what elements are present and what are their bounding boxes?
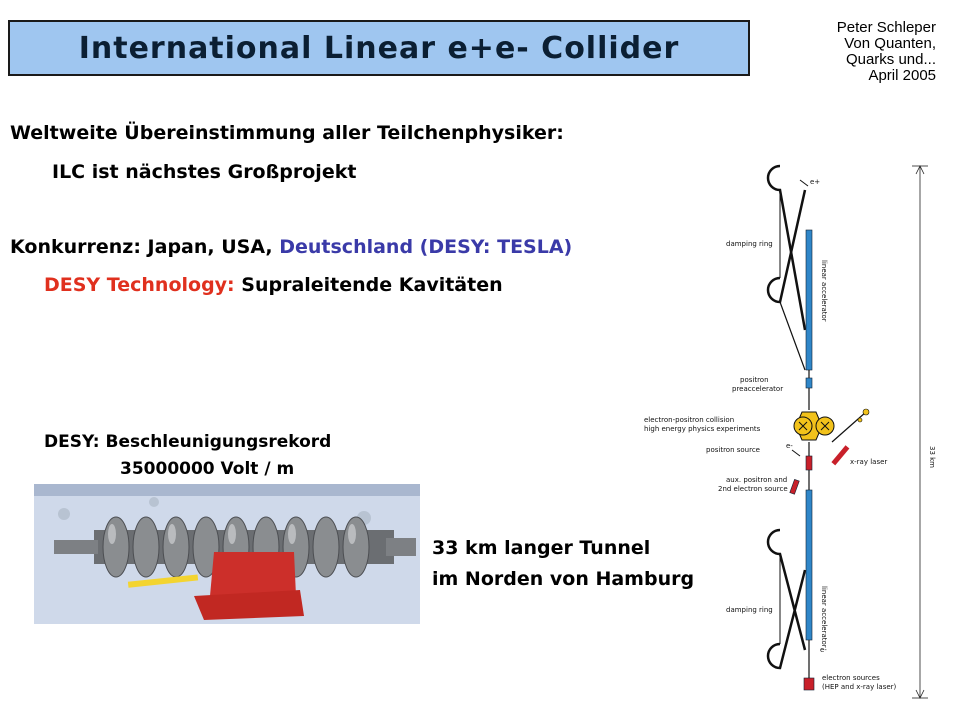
label-collision-1: electron-positron collision [644,416,734,424]
author-name: Peter Schleper [836,19,936,36]
label-aux-1: aux. positron and [726,476,787,484]
title-box: International Linear e+e- Collider [8,20,750,76]
positron-source-block [805,455,813,471]
length-dimension: 33 km [912,165,936,699]
label-linac-bottom: linear accelerator [820,586,828,648]
technology-value: Supraleitende Kavitäten [234,274,503,296]
talk-title-1: Von Quanten, [844,35,936,52]
photo-caption-2: 35000000 Volt / m [120,459,295,479]
xray-laser-branch [831,408,870,466]
detector-region [793,411,835,441]
length-label: 33 km [928,446,936,468]
aux-source-block [789,479,800,495]
label-aux-2: 2nd electron source [718,485,788,493]
eplus-label-top: e+ [810,178,820,186]
label-linac-top: linear accelerator [820,260,828,322]
damping-ring-bottom [766,528,807,670]
eminus-label-mid: e- [786,442,793,450]
technology-label: DESY Technology: [44,274,235,296]
linac-bottom [805,489,813,641]
cavity-photo [34,484,420,624]
label-positron-source: positron source [706,446,760,454]
competition-countries: Konkurrenz: Japan, USA, [10,236,280,258]
label-collision-2: high energy physics experiments [644,425,761,433]
photo-caption-1: DESY: Beschleunigungsrekord [44,432,332,452]
label-damping-ring-bottom: damping ring [726,606,773,614]
electron-source-block [803,677,815,691]
author-block: Peter Schleper Von Quanten, Quarks und..… [837,20,936,84]
positron-preaccelerator [805,377,813,389]
label-damping-ring-top: damping ring [726,240,773,248]
collider-layout-diagram: 33 km e+ damping ring linear accelerator… [644,164,936,699]
label-positron-pre-1: positron [740,376,769,384]
label-electron-sources-1: electron sources [822,674,880,682]
technology-line: DESY Technology: Supraleitende Kavitäten [44,274,503,296]
competition-germany: Deutschland (DESY: TESLA) [279,236,573,258]
tunnel-caption-1: 33 km langer Tunnel [432,537,651,559]
damping-ring-top [766,164,807,331]
label-positron-pre-2: preaccelerator [732,385,783,393]
slide-title: International Linear e+e- Collider [78,30,680,66]
competition-line: Konkurrenz: Japan, USA, Deutschland (DES… [10,236,572,258]
statement-line-2: ILC ist nächstes Großprojekt [52,161,357,183]
talk-date: April 2005 [868,67,936,84]
eminus-label-bottom: e- [820,646,827,654]
talk-title-2: Quarks und... [845,51,936,68]
label-xray: x-ray laser [850,458,887,466]
statement-line-1: Weltweite Übereinstimmung aller Teilchen… [10,122,564,144]
linac-top [805,229,813,371]
label-electron-sources-2: (HEP and x-ray laser) [822,683,897,691]
tunnel-caption-2: im Norden von Hamburg [432,568,695,590]
